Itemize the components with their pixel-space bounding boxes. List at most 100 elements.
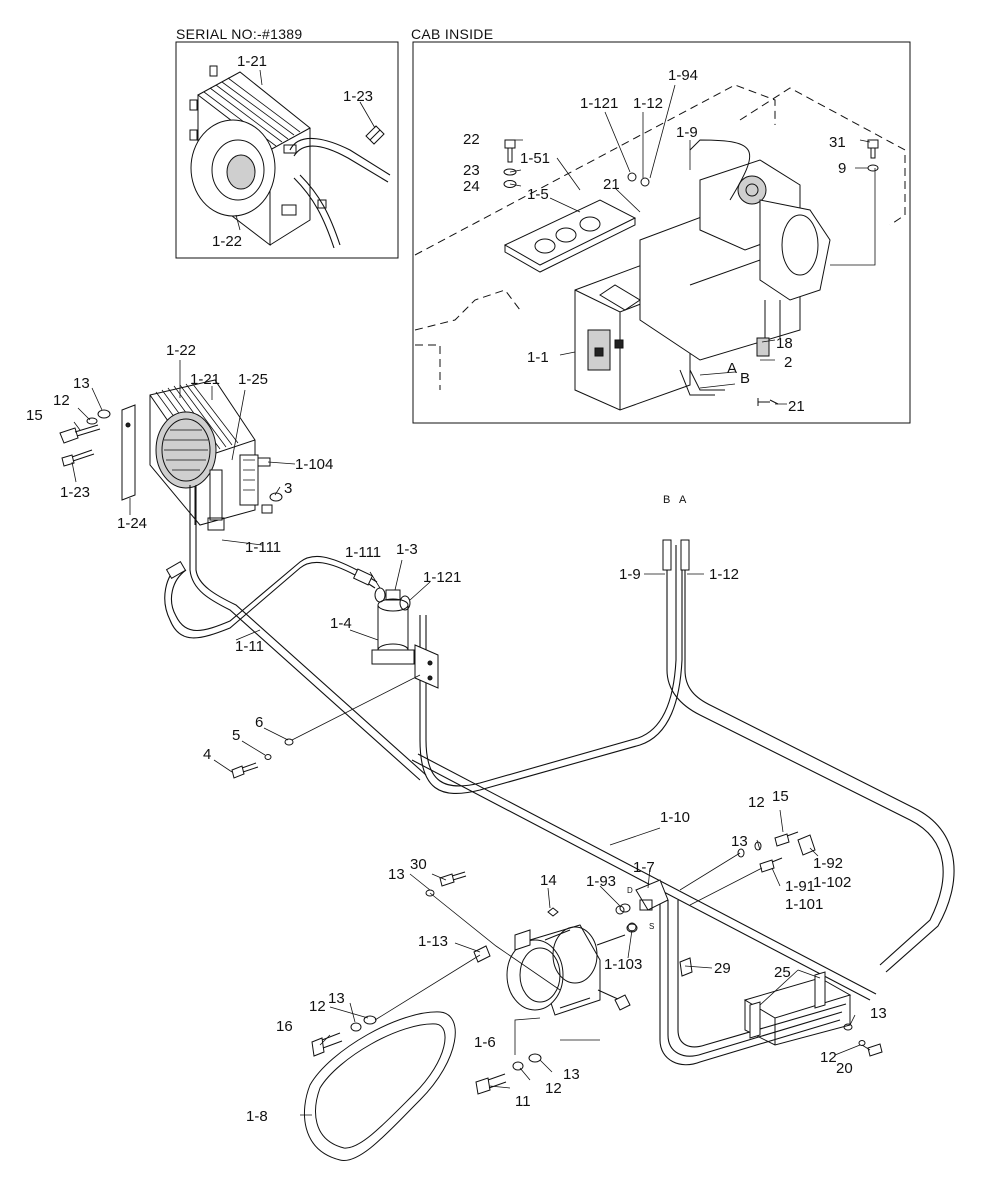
cab-inset-frame (412, 41, 911, 424)
label-20: 20 (836, 1060, 853, 1077)
label-1-111-rcv: 1-111 (345, 544, 381, 561)
label-6: 6 (255, 714, 263, 731)
condenser-leaders (71, 360, 296, 546)
label-1-51: 1-51 (520, 150, 550, 167)
label-1-22-main: 1-22 (166, 342, 196, 359)
receiver-leaders (213, 559, 431, 773)
label-1-25: 1-25 (238, 371, 268, 388)
label-1-93: 1-93 (586, 873, 616, 890)
label-15-comp: 15 (772, 788, 789, 805)
label-5: 5 (232, 727, 240, 744)
label-1-94: 1-94 (668, 67, 698, 84)
port-letter-d: D (627, 886, 633, 895)
label-14: 14 (540, 872, 557, 889)
label-1-104: 1-104 (295, 456, 333, 473)
cab-outline-dashed (414, 84, 906, 390)
label-B-line: B (663, 494, 670, 506)
label-21-upper: 21 (603, 176, 620, 193)
condenser-fasteners (59, 409, 283, 502)
control-panel-drawing (503, 199, 637, 273)
label-1-101: 1-101 (785, 896, 823, 913)
port-letter-s: S (649, 922, 654, 931)
label-22: 22 (463, 131, 480, 148)
label-1-21: 1-21 (237, 53, 267, 70)
label-1-91: 1-91 (785, 878, 815, 895)
serial-inset: 1-21 1-23 1-22 (175, 41, 399, 259)
compressor-drawing: D S (506, 879, 669, 1016)
serial-inset-title: SERIAL NO:-#1389 (176, 26, 303, 42)
label-1-1: 1-1 (527, 349, 549, 366)
label-1-4: 1-4 (330, 615, 352, 632)
cab-inset: 1-121 1-12 1-94 1-9 22 23 24 1-51 1-5 21… (412, 41, 911, 424)
refrigerant-lines (164, 485, 955, 1066)
label-12-comp-e: 12 (545, 1080, 562, 1097)
label-1-21-main: 1-21 (190, 371, 220, 388)
line-labels: B A 1-9 1-12 1-10 (609, 494, 739, 846)
label-1-92: 1-92 (813, 855, 843, 872)
label-13-comp-c: 13 (328, 990, 345, 1007)
heater-unit-drawing (574, 139, 831, 411)
label-9: 9 (838, 160, 846, 177)
cab-fasteners (503, 139, 879, 406)
label-1-7: 1-7 (633, 859, 655, 876)
label-1-24: 1-24 (117, 515, 147, 532)
condenser-group: 1-22 1-21 1-25 13 12 15 1-104 3 1-23 1-2… (26, 342, 333, 556)
label-1-6: 1-6 (474, 1034, 496, 1051)
label-1-13: 1-13 (418, 933, 448, 950)
label-1-102: 1-102 (813, 874, 851, 891)
label-1-10: 1-10 (660, 809, 690, 826)
label-13-comp-a: 13 (388, 866, 405, 883)
label-1-23: 1-23 (343, 88, 373, 105)
label-1-3: 1-3 (396, 541, 418, 558)
label-13-comp-e: 13 (563, 1066, 580, 1083)
label-25: 25 (774, 964, 791, 981)
label-13-comp-d: 13 (870, 1005, 887, 1022)
condenser-bracket-drawing (121, 404, 136, 501)
inset-condenser-drawing (189, 65, 391, 249)
label-1-12: 1-12 (633, 95, 663, 112)
label-31: 31 (829, 134, 846, 151)
label-13-comp-b: 13 (731, 833, 748, 850)
label-2: 2 (784, 354, 792, 371)
label-1-22: 1-22 (212, 233, 242, 250)
belt-drawing (304, 1011, 456, 1161)
label-1-103: 1-103 (604, 956, 642, 973)
cab-leaders (509, 84, 876, 405)
label-12-comp-d: 12 (820, 1049, 837, 1066)
label-29: 29 (714, 960, 731, 977)
receiver-group: 1-111 1-3 1-121 1-4 1-11 6 5 4 (203, 541, 461, 779)
label-1-8: 1-8 (246, 1108, 268, 1125)
label-24: 24 (463, 178, 480, 195)
cab-inset-title: CAB INSIDE (411, 26, 494, 42)
label-1-9-main: 1-9 (619, 566, 641, 583)
label-1-111-cond: 1-111 (245, 539, 281, 556)
label-1-121-main: 1-121 (423, 569, 461, 586)
label-11: 11 (515, 1093, 531, 1110)
label-12-comp-b: 12 (748, 794, 765, 811)
label-B-cab: B (740, 370, 750, 387)
label-18: 18 (776, 335, 793, 352)
label-1-9: 1-9 (676, 124, 698, 141)
label-1-5: 1-5 (527, 186, 549, 203)
receiver-drier-drawing (371, 587, 439, 689)
compressor-leaders (300, 809, 871, 1116)
label-1-121: 1-121 (580, 95, 618, 112)
compressor-fasteners (311, 831, 883, 1095)
label-12-cond: 12 (53, 392, 70, 409)
label-23: 23 (463, 162, 480, 179)
bracket-drawing (679, 957, 852, 1046)
condenser-drawing (149, 379, 273, 531)
compressor-group: D S (246, 788, 887, 1161)
serial-inset-frame (175, 41, 399, 259)
label-1-23-main: 1-23 (60, 484, 90, 501)
label-13-cond: 13 (73, 375, 90, 392)
receiver-fasteners (231, 674, 421, 779)
label-15-cond: 15 (26, 407, 43, 424)
label-A-line: A (679, 494, 687, 506)
label-30: 30 (410, 856, 427, 873)
label-3: 3 (284, 480, 292, 497)
label-12-comp-c: 12 (309, 998, 326, 1015)
label-A-cab: A (727, 360, 737, 377)
label-1-12-main: 1-12 (709, 566, 739, 583)
